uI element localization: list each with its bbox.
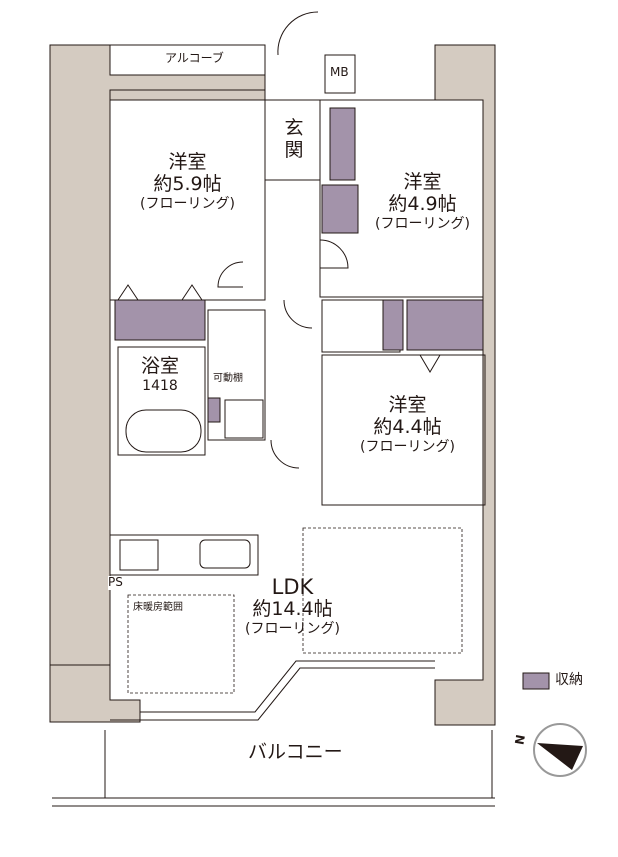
floor-heating-areas — [127, 527, 463, 694]
compass-icon — [533, 723, 587, 777]
storage-areas — [114, 107, 484, 423]
room-2-label: 洋室 約4.9帖 (フローリング) — [375, 171, 470, 232]
room-3-label: 洋室 約4.4帖 (フローリング) — [360, 394, 455, 455]
walls — [49, 44, 496, 726]
balcony-label: バルコニー — [248, 741, 343, 763]
mb-label: MB — [330, 65, 349, 79]
floor-heating-label: 床暖房範囲 — [133, 602, 183, 613]
ps-label: PS — [108, 575, 123, 590]
movable-shelf-label: 可動棚 — [213, 373, 243, 384]
room-1-label: 洋室 約5.9帖 (フローリング) — [140, 151, 235, 212]
bath-label: 浴室 1418 — [140, 355, 179, 394]
legend-storage-swatch — [522, 672, 550, 690]
partitions — [52, 11, 495, 807]
compass-north-label: N — [512, 733, 528, 746]
ldk-label: LDK 約14.4帖 (フローリング) — [245, 575, 340, 637]
entrance-label: 玄関 — [284, 117, 304, 161]
legend-storage-label: 収納 — [555, 672, 583, 688]
alcove-label: アルコーブ — [165, 51, 224, 65]
